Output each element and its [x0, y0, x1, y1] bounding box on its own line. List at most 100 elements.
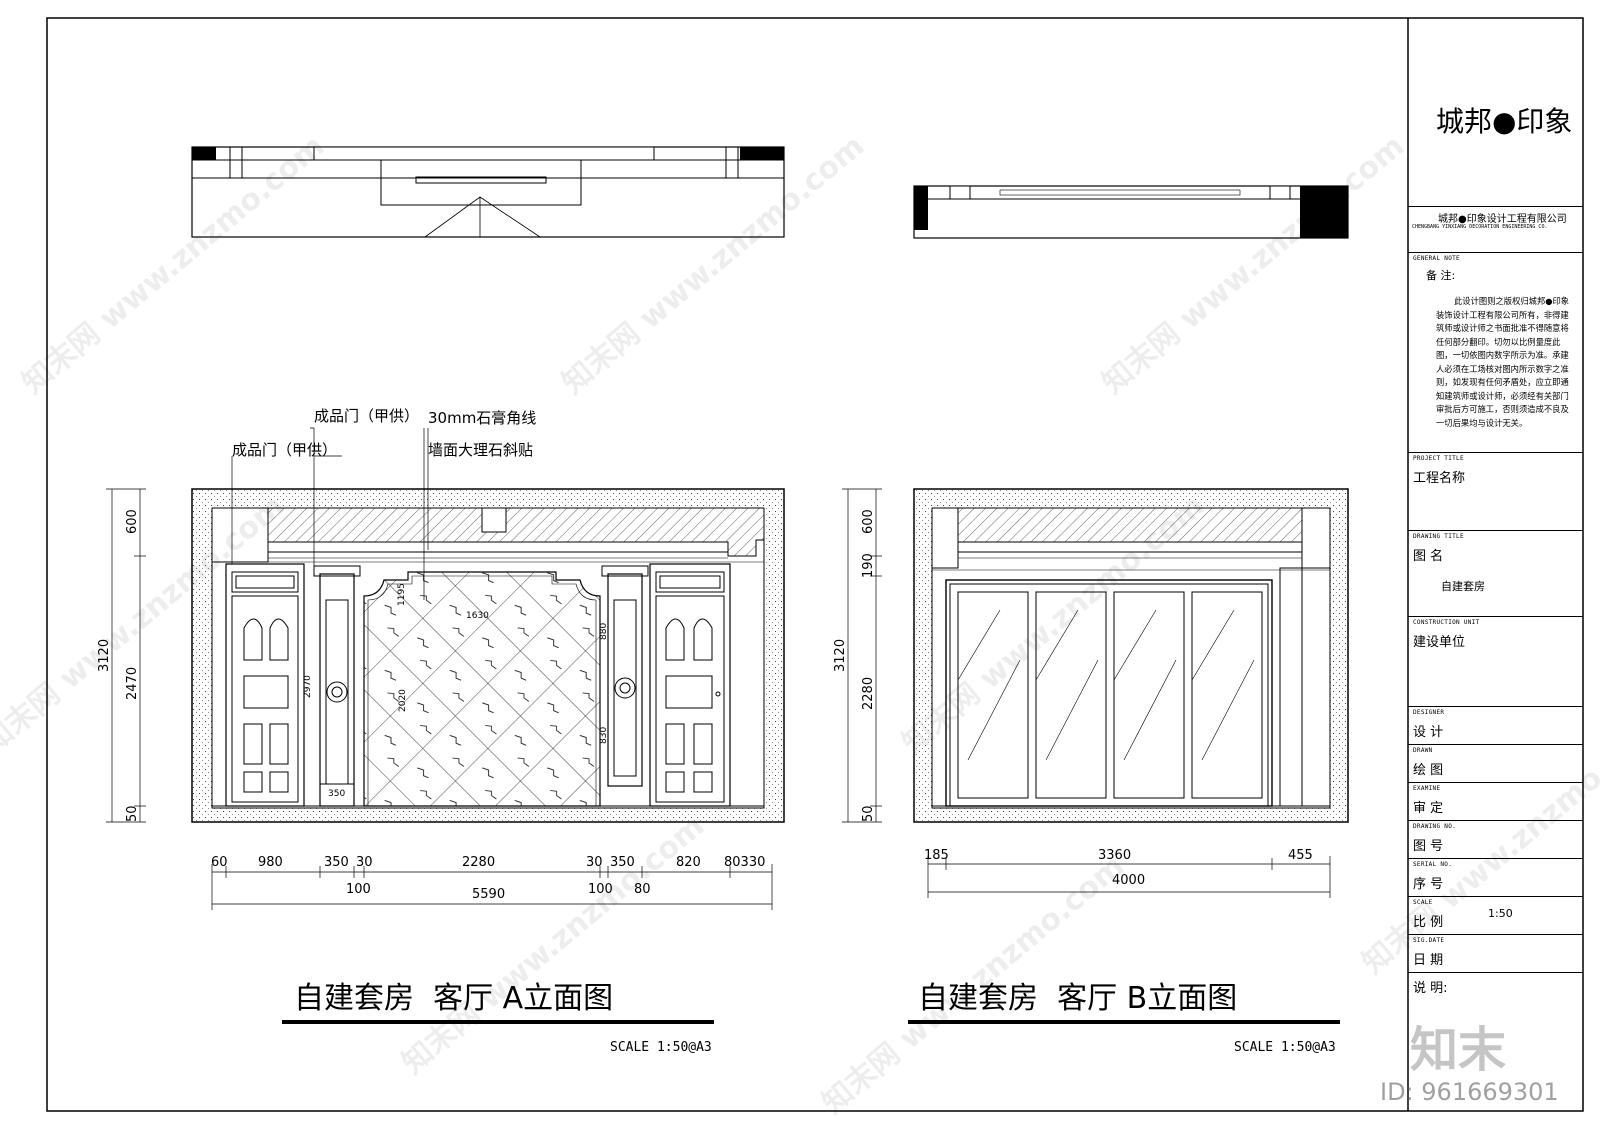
field-drawn-en: DRAWN	[1413, 747, 1433, 754]
dim-a-inner-830: 830	[599, 727, 609, 744]
dim-a-h-980: 980	[258, 855, 283, 870]
right-door	[649, 563, 731, 807]
field-scale-en: SCALE	[1413, 899, 1433, 906]
dim-b-600: 600	[861, 509, 876, 534]
dim-b-total-height: 3120	[833, 639, 848, 672]
field-construction-unit: CONSTRUCTION UNIT 建设单位	[1408, 616, 1583, 706]
dim-a-h-80330: 80330	[724, 855, 765, 870]
notes-label-en: GENERAL NOTE	[1413, 255, 1460, 262]
dim-a-h-30: 30	[356, 855, 373, 870]
dim-a-h-820: 820	[676, 855, 701, 870]
field-construction-unit-en: CONSTRUCTION UNIT	[1413, 619, 1480, 626]
glass-door-frame	[945, 579, 1273, 807]
elevation-b-horizontal-dims	[927, 856, 1331, 898]
field-date-label: 日 期	[1413, 953, 1444, 968]
callout-door-2: 成品门（甲供）	[314, 407, 419, 425]
dim-b-2280: 2280	[861, 677, 876, 710]
field-scale: SCALE 比 例 1:50	[1408, 896, 1583, 934]
dim-a-total-height: 3120	[97, 639, 112, 672]
field-scale-label: 比 例	[1413, 915, 1444, 930]
field-examine: EXAMINE 审 定	[1408, 782, 1583, 820]
dim-a-inner-350: 350	[328, 789, 345, 799]
dim-b-total-width: 4000	[1112, 873, 1145, 888]
field-drawn: DRAWN 绘 图	[1408, 744, 1583, 782]
elevation-b-title: 自建套房 客厅 B立面图	[918, 981, 1237, 1016]
marble-wall	[363, 571, 601, 807]
callout-marble: 墙面大理石斜贴	[428, 441, 533, 459]
dim-a-inner-2020: 2020	[398, 689, 408, 712]
field-drawing-title-value: 自建套房	[1441, 580, 1485, 593]
field-examine-en: EXAMINE	[1413, 785, 1441, 792]
field-drawing-no: DRAWING NO. 图 号	[1408, 820, 1583, 858]
field-designer-en: DESIGNER	[1413, 709, 1445, 716]
notes-cell: GENERAL NOTE 备 注: 此设计图则之版权归城邦●印象装饰设计工程有限…	[1408, 252, 1583, 452]
field-construction-unit-label: 建设单位	[1413, 635, 1466, 650]
elevation-b-vertical-dims	[842, 488, 882, 823]
dim-b-h-185: 185	[924, 848, 949, 863]
field-drawing-title: DRAWING TITLE 图 名 自建套房	[1408, 530, 1583, 616]
elevation-b-title-underline	[908, 1020, 1340, 1024]
company-name-en: CHENGBANG YINXIANG DECORATION ENGINEERIN…	[1412, 224, 1548, 230]
elevation-a-vertical-dims	[106, 488, 146, 823]
field-examine-label: 审 定	[1413, 801, 1444, 816]
field-drawing-title-label: 图 名	[1413, 549, 1444, 564]
drawing-id: ID: 961669301	[1380, 1078, 1559, 1106]
dim-a-50: 50	[125, 805, 140, 822]
elevation-a	[191, 427, 785, 823]
field-serial-no-en: SERIAL NO.	[1413, 861, 1453, 868]
field-serial-no-label: 序 号	[1413, 877, 1444, 892]
dim-b-50: 50	[861, 805, 876, 822]
dim-a-600: 600	[125, 509, 140, 534]
dim-a-h-30b: 30	[586, 855, 603, 870]
elevation-b-scale: SCALE 1:50@A3	[1234, 1040, 1336, 1055]
field-project-title-en: PROJECT TITLE	[1413, 455, 1464, 462]
field-scale-value: 1:50	[1488, 907, 1513, 920]
dim-a-2470: 2470	[125, 667, 140, 700]
brand-mark: 知末	[1410, 1022, 1507, 1078]
field-drawn-label: 绘 图	[1413, 763, 1444, 778]
left-door	[225, 563, 305, 807]
dim-a-h-100b: 100	[588, 882, 613, 897]
dim-a-h-2280: 2280	[462, 855, 495, 870]
company-cell: 城邦●印象设计工程有限公司 CHENGBANG YINXIANG DECORAT…	[1408, 206, 1583, 252]
dim-a-h-80: 80	[634, 882, 651, 897]
field-project-title-label: 工程名称	[1413, 471, 1466, 486]
dim-a-h-350b: 350	[610, 855, 635, 870]
notes-label: 备 注:	[1426, 269, 1456, 282]
elevation-a-horizontal-dims	[211, 864, 773, 910]
left-column	[319, 573, 355, 807]
right-column	[607, 573, 643, 787]
plan-view-a	[191, 146, 785, 238]
dim-a-inner-2970: 2970	[303, 675, 313, 698]
field-drawing-no-label: 图 号	[1413, 839, 1444, 854]
dim-b-190: 190	[861, 553, 876, 578]
field-remarks-label: 说 明:	[1413, 981, 1448, 996]
sheet-border	[46, 17, 1584, 1112]
elevation-a-scale: SCALE 1:50@A3	[610, 1040, 712, 1055]
dim-b-h-3360: 3360	[1098, 848, 1131, 863]
field-designer-label: 设 计	[1413, 725, 1444, 740]
dim-a-h-60: 60	[211, 855, 228, 870]
company-logo: 城邦●印象	[1436, 105, 1573, 138]
field-date-en: SIG.DATE	[1413, 937, 1445, 944]
dim-a-total-width: 5590	[472, 887, 505, 902]
dim-a-inner-1195: 1195	[397, 583, 407, 606]
company-name: 城邦●印象设计工程有限公司	[1438, 214, 1567, 225]
field-designer: DESIGNER 设 计	[1408, 706, 1583, 744]
elevation-a-title-underline	[282, 1020, 714, 1024]
elevation-a-title: 自建套房 客厅 A立面图	[294, 981, 613, 1016]
field-remarks: 说 明:	[1408, 972, 1583, 1111]
field-drawing-no-en: DRAWING NO.	[1413, 823, 1457, 830]
field-project-title: PROJECT TITLE 工程名称	[1408, 452, 1583, 530]
notes-text: 此设计图则之版权归城邦●印象装饰设计工程有限公司所有，非得建筑师或设计师之书面批…	[1436, 296, 1570, 428]
dim-a-h-100: 100	[346, 882, 371, 897]
dim-a-h-350: 350	[324, 855, 349, 870]
field-date: SIG.DATE 日 期	[1408, 934, 1583, 972]
plan-view-b	[913, 185, 1349, 239]
elevation-b	[913, 488, 1349, 823]
glass-panels	[957, 591, 1263, 799]
callout-door-1: 成品门（甲供）	[232, 441, 337, 459]
callout-gypsum: 30mm石膏角线	[428, 409, 536, 427]
field-serial-no: SERIAL NO. 序 号	[1408, 858, 1583, 896]
